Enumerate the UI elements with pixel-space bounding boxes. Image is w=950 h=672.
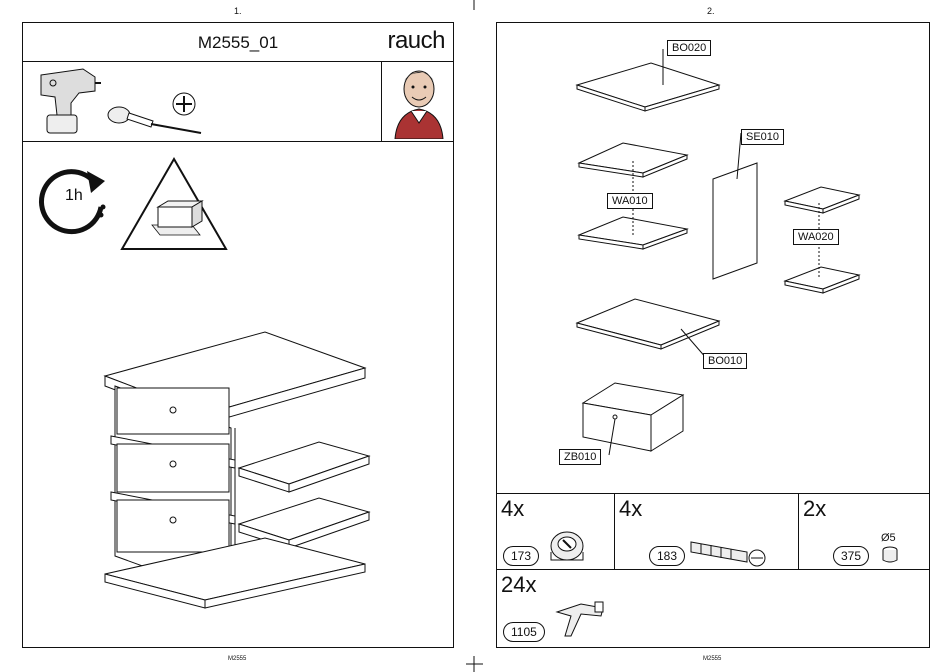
- hardware-part-number: 183: [649, 546, 685, 566]
- hardware-cell: 4x 173: [497, 494, 615, 570]
- page-number-right: 2.: [707, 6, 715, 16]
- assembly-time: 1h: [65, 187, 83, 205]
- connecting-bolt-icon: [687, 528, 773, 568]
- hardware-part-number: 1105: [503, 622, 545, 642]
- hardware-table: 4x 173 4x 183 2x Ø5: [497, 493, 929, 648]
- phillips-head-icon: [171, 91, 197, 117]
- hardware-qty: 4x: [619, 496, 642, 522]
- part-label-bo010: BO010: [703, 353, 747, 369]
- warning-floor-icon: [118, 155, 230, 253]
- title-bar: M2555_01 rauch: [23, 23, 453, 62]
- mascot-icon: [389, 63, 449, 139]
- hardware-cell: 2x Ø5 375: [799, 494, 929, 570]
- part-label-zb010: ZB010: [559, 449, 601, 465]
- part-label-se010: SE010: [741, 129, 784, 145]
- right-page: BO020 SE010 WA010 WA020 BO010 ZB010 4x 1…: [496, 22, 930, 648]
- parts-exploded-view: [497, 23, 931, 493]
- dowel-icon: [879, 544, 901, 568]
- left-page: M2555_01 rauch: [22, 22, 454, 648]
- hardware-qty: 2x: [803, 496, 826, 522]
- hardware-qty: 4x: [501, 496, 524, 522]
- drill-icon: [31, 63, 103, 139]
- hardware-part-number: 375: [833, 546, 869, 566]
- page-number-left: 1.: [234, 6, 242, 16]
- footer-left: M2555: [228, 656, 246, 662]
- hardware-cell: 24x 1105: [497, 570, 929, 648]
- brand-logo: rauch: [387, 27, 445, 55]
- hardware-cell: 4x 183: [615, 494, 799, 570]
- hardware-part-number: 173: [503, 546, 539, 566]
- cam-lock-icon: [547, 526, 587, 566]
- shelf-support-icon: [551, 596, 611, 640]
- footer-right: M2555: [703, 656, 721, 662]
- part-label-wa020: WA020: [793, 229, 839, 245]
- assembled-furniture: [93, 328, 393, 618]
- hardware-dimension: Ø5: [881, 532, 896, 544]
- hardware-qty: 24x: [501, 572, 536, 598]
- part-label-wa010: WA010: [607, 193, 653, 209]
- tools-row: [23, 61, 453, 142]
- part-label-bo020: BO020: [667, 40, 711, 56]
